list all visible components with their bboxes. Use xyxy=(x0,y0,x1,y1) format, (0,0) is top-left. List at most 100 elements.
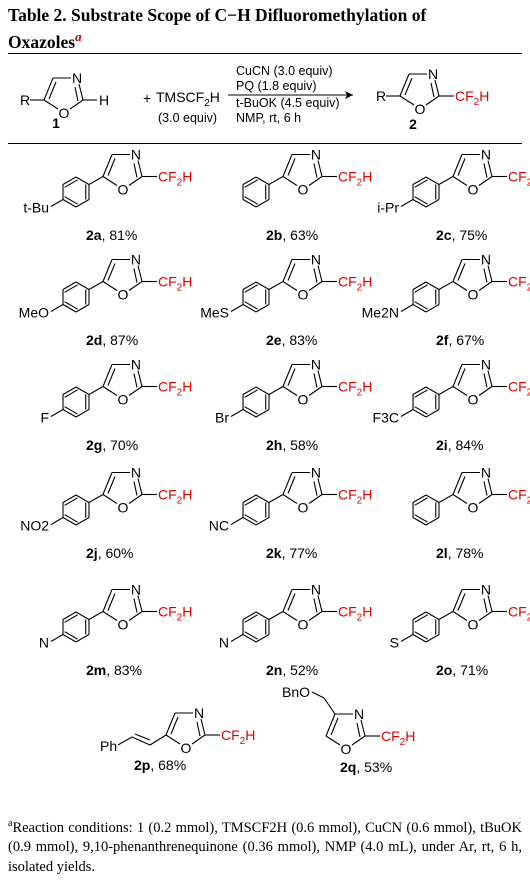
compound-number: 2e xyxy=(266,332,282,348)
double-bond-n3-c2 xyxy=(356,722,361,738)
ring-double-bond xyxy=(244,301,258,310)
bond-aryl-oxazole xyxy=(88,494,104,503)
h-text: H xyxy=(182,274,192,290)
oxygen-label: O xyxy=(468,182,479,198)
bond-substituent xyxy=(400,634,414,642)
cf-text: CF xyxy=(508,379,527,395)
compound-caption-2f: 2f, 67% xyxy=(436,332,484,348)
ring-bond xyxy=(412,494,427,503)
ring-bond xyxy=(242,409,257,418)
cf2h-label: CF2H xyxy=(455,88,489,108)
compound-number: 2b xyxy=(266,227,282,243)
compound-yield: , 81% xyxy=(102,227,138,243)
benzene-ring xyxy=(412,176,440,208)
cf2h-label: CF2H xyxy=(158,379,192,399)
condition-line: PQ (1.8 equiv) xyxy=(236,79,317,93)
bond-c5-c4 xyxy=(452,472,463,495)
oxygen-label: O xyxy=(468,500,479,516)
ring-bond xyxy=(425,386,440,395)
double-bond-n3-c2 xyxy=(196,721,201,737)
nitrogen-label: N xyxy=(311,582,321,598)
bond-c2-o1 xyxy=(425,95,440,106)
ring-bond xyxy=(62,281,77,290)
table-title: Table 2. Substrate Scope of C−H Difluoro… xyxy=(8,4,523,53)
compound-number: 2f xyxy=(436,332,449,348)
substituent-label: t-Bu xyxy=(23,200,49,216)
ring-bond xyxy=(425,281,440,290)
oxygen-label: O xyxy=(118,500,129,516)
nitrogen-label: N xyxy=(311,252,321,268)
subscript-2: 2 xyxy=(177,283,183,294)
compound-yield: , 78% xyxy=(448,545,484,561)
compound-yield: , 83% xyxy=(282,332,318,348)
compound-yield: , 67% xyxy=(448,332,484,348)
double-bond-n3-c2 xyxy=(313,598,318,613)
bond-aryl-oxazole xyxy=(268,386,284,395)
bond-aryl-oxazole xyxy=(88,611,104,620)
bond-c2-o1 xyxy=(308,611,323,621)
double-bond-n3-c2 xyxy=(133,373,138,388)
oxygen-label: O xyxy=(298,617,309,633)
ring-bond xyxy=(425,634,440,643)
compound-yield: , 77% xyxy=(282,545,318,561)
ring-bond xyxy=(425,304,440,313)
bond-c5-c4 xyxy=(102,259,113,282)
bond-c5-o1 xyxy=(102,611,118,621)
bond-substituent xyxy=(50,409,64,417)
bond-n3-c2 xyxy=(360,719,366,737)
bond-c2-o1 xyxy=(128,386,143,396)
bond-c5-o1 xyxy=(102,494,118,504)
bond-substituent xyxy=(50,199,64,207)
ring-bond xyxy=(255,611,270,620)
condition-line: t-BuOK (4.5 equiv) xyxy=(236,96,340,110)
double-bond-c5-c4 xyxy=(107,368,116,386)
bond-n3-c2 xyxy=(487,265,493,282)
bond-c5-c4 xyxy=(452,589,463,612)
h-text: H xyxy=(182,169,192,185)
double-bond-c5-c4 xyxy=(330,717,339,736)
ring-double-bond xyxy=(64,179,78,188)
title-line-2: Oxazoles xyxy=(8,31,76,52)
nitrogen-label: N xyxy=(354,706,364,722)
bond-c5-o1 xyxy=(282,386,298,396)
substituent-label: Br xyxy=(215,410,229,426)
bond-aryl-oxazole xyxy=(88,281,104,290)
double-bond-c5-c4 xyxy=(457,368,466,386)
ring-double-bond xyxy=(414,614,428,623)
bond-c5-c4 xyxy=(282,589,293,612)
footnote: aReaction conditions: 1 (0.2 mmol), TMSC… xyxy=(8,814,522,877)
h-text: H xyxy=(362,487,372,503)
subscript-2: 2 xyxy=(357,283,363,294)
bond-substituent xyxy=(50,304,64,312)
bond-substituent xyxy=(400,409,414,417)
ring-bond xyxy=(412,281,427,290)
compound-2o: NOCF2HS2o, 71% xyxy=(390,582,530,679)
benzene-ring xyxy=(412,281,440,313)
bond-n3-c2 xyxy=(487,370,493,387)
h-text: H xyxy=(405,728,415,744)
ring-bond xyxy=(425,176,440,185)
reactant-r: R xyxy=(20,92,30,108)
substituent-label: BnO xyxy=(282,684,310,700)
subscript-2: 2 xyxy=(357,388,363,399)
substituent-label: N xyxy=(39,635,49,651)
reactant-number: 1 xyxy=(52,115,60,131)
double-bond-c5-c4 xyxy=(404,77,413,96)
bond-c5-c4 xyxy=(102,472,113,495)
ring-bond xyxy=(242,517,257,526)
bond-n3-c2 xyxy=(137,478,143,495)
double-bond-n3-c2 xyxy=(313,481,318,496)
compound-yield: , 87% xyxy=(102,332,138,348)
